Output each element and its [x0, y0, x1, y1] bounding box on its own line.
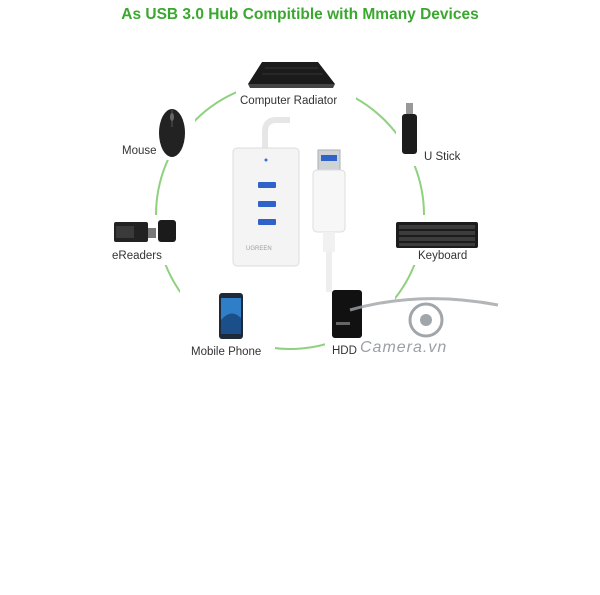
ereaders-image: [114, 220, 176, 242]
hub-brand-text: UGREEN: [246, 246, 272, 252]
mobile-phone-label: Mobile Phone: [191, 346, 262, 358]
usb-hub-image: UGREEN: [232, 117, 300, 267]
watermark-logo: [349, 297, 499, 338]
mouse-label: Mouse: [122, 145, 157, 157]
ereaders-label: eReaders: [112, 250, 162, 262]
usb-plug-image: [312, 149, 346, 292]
u-stick-label: U Stick: [424, 151, 461, 163]
watermark-text: Camera.vn: [360, 339, 448, 356]
computer-radiator-image: [248, 62, 335, 88]
hdd-label: HDD: [332, 345, 357, 357]
mobile-phone-image: [219, 293, 243, 339]
u-stick-image: [402, 103, 417, 154]
keyboard-image: [396, 222, 478, 248]
keyboard-label: Keyboard: [418, 250, 468, 262]
mouse-image: [159, 109, 185, 157]
hdd-image: [332, 290, 362, 338]
headline: As USB 3.0 Hub Compitible with Mmany Dev…: [121, 6, 479, 23]
computer-radiator-label: Computer Radiator: [240, 95, 338, 107]
